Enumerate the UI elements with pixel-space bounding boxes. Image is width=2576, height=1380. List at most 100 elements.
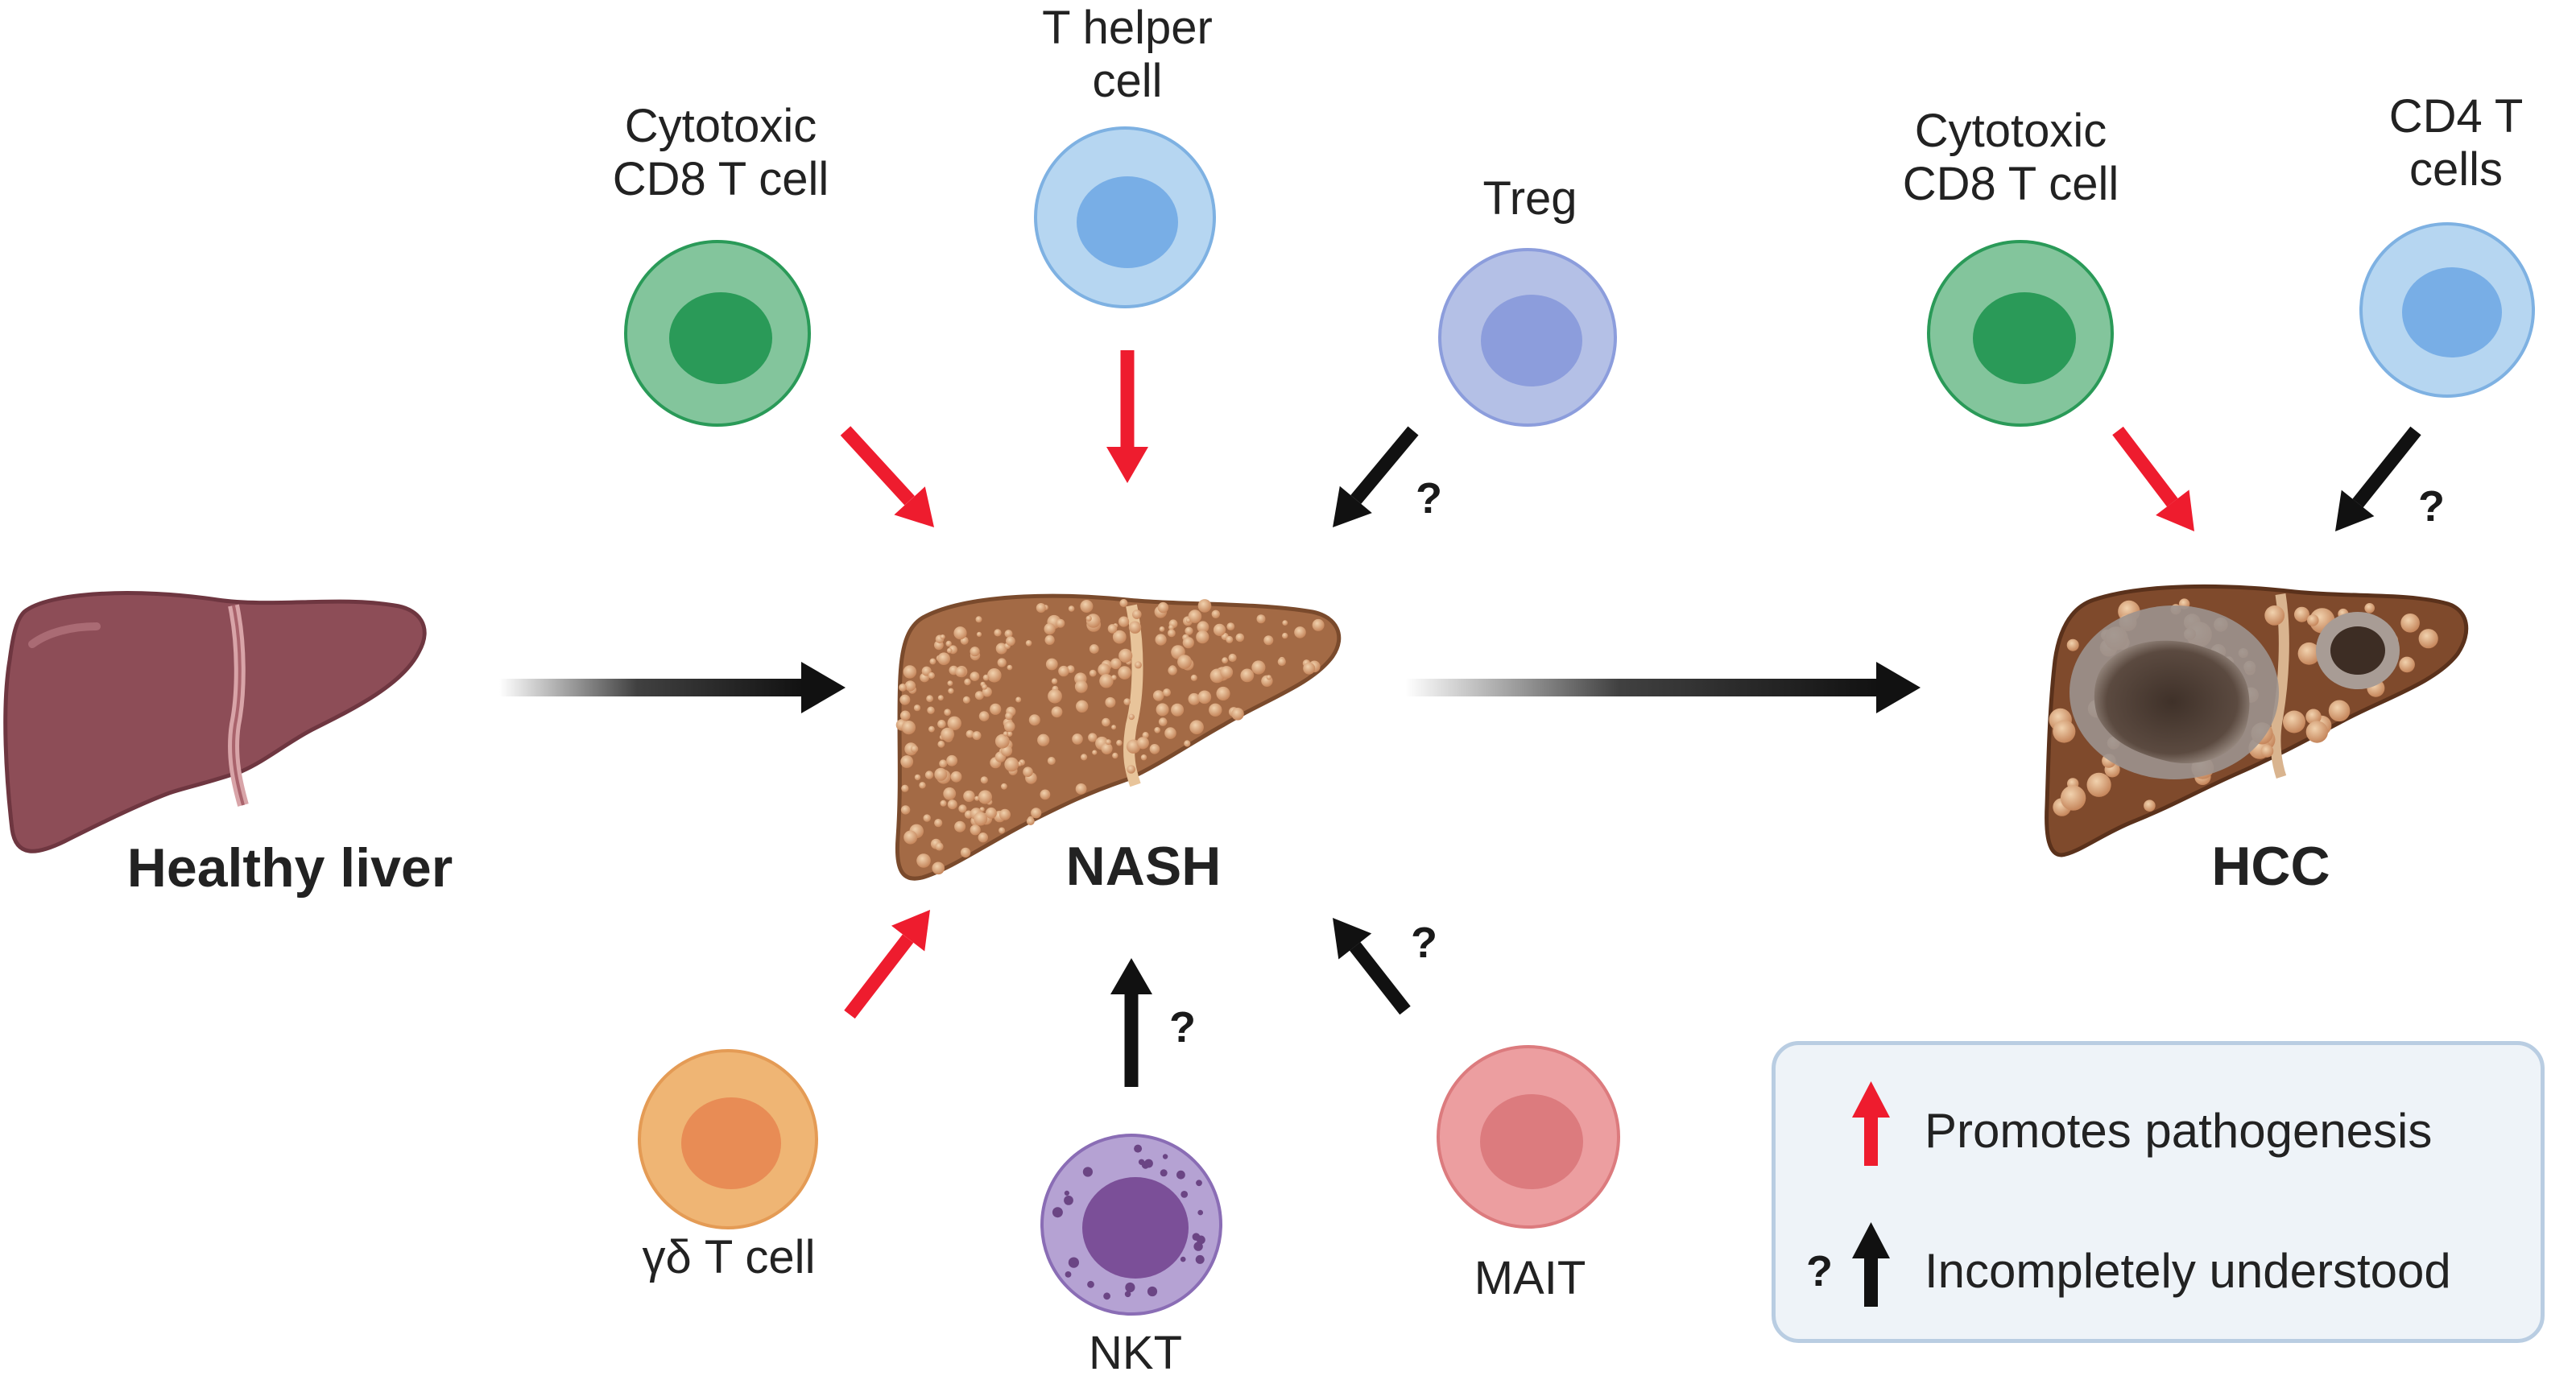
arrow-nkt-to-nash [1110,958,1152,1087]
fat-droplet [1228,653,1237,663]
nkt-granule [1103,1292,1110,1300]
fat-droplet [919,782,926,789]
fat-droplet [941,727,954,742]
fat-droplet [1118,616,1130,627]
fat-droplet [1177,655,1192,669]
mait-question-mark: ? [1411,919,1437,967]
fat-droplet [1135,661,1142,669]
t-helper-cell-icon [1034,126,1216,308]
fat-droplet [1107,624,1118,634]
fat-droplet [999,827,1006,834]
fat-droplet [916,853,931,868]
cd4-t-cell-icon [2359,222,2535,398]
fat-droplet [1222,657,1228,664]
fat-droplet [1028,714,1040,726]
fat-droplet [1220,666,1234,679]
cd4-question-mark: ? [2418,482,2445,531]
fat-droplet [1136,737,1149,750]
fat-droplet [1235,633,1245,642]
fat-droplet [974,691,984,700]
arrow-ctl-to-hcc [2112,426,2194,531]
fat-droplet [1047,757,1056,765]
fat-droplet [1140,754,1147,761]
fat-droplet [1098,663,1110,676]
fat-droplet [1182,637,1194,649]
fat-droplet [1282,620,1288,626]
fat-droplet [1303,662,1316,675]
fat-droplet [994,733,1010,749]
nkt-granule [1160,1169,1168,1177]
arrow-nash-to-hcc [1405,662,1921,713]
fat-droplet [974,795,980,801]
nkt-granule [1124,1291,1131,1298]
fat-droplet [1118,666,1131,680]
fat-droplet [976,631,982,638]
fat-droplet [1156,703,1169,717]
fat-droplet [1110,658,1122,670]
fat-droplet [1081,754,1088,761]
fat-droplet [964,678,971,686]
fat-droplet [1037,733,1050,746]
fat-droplet [978,833,989,843]
fat-droplet [1044,623,1056,635]
legend-incomplete-text: Incompletely understood [1925,1244,2451,1298]
fat-droplet [960,847,971,858]
fat-droplet [1155,634,1167,646]
fat-droplet [1004,630,1013,638]
fat-droplet [937,740,945,748]
fat-droplet [935,842,944,851]
fat-droplet [1007,664,1013,671]
fat-droplet [1116,739,1123,746]
fat-droplet [1036,603,1046,613]
nkt-granule [1162,1154,1168,1159]
fat-droplet [970,671,980,681]
fat-droplet [1209,703,1222,717]
fat-droplet [965,729,974,738]
fat-droplet [1294,626,1306,638]
fat-droplet [1101,742,1113,754]
fat-droplet [934,767,948,781]
fat-droplet [901,721,916,735]
fat-droplet [1040,789,1051,800]
tumor-nodule [2144,799,2156,812]
fat-droplet [946,754,957,766]
tumor-nodule [2053,720,2076,743]
fat-droplet [1051,678,1058,684]
fat-droplet [970,647,980,657]
nkt-granule [1087,1280,1094,1288]
legend: Promotes pathogenesis Incompletely under… [1772,1041,2545,1343]
arrow-th-to-nash [1106,350,1148,483]
fat-droplet [1118,648,1133,663]
nkt-granule [1134,1144,1143,1153]
fat-droplet [978,711,990,721]
fat-droplet [947,799,957,810]
fat-droplet [1023,766,1033,777]
fat-droplet [940,799,947,807]
legend-red-arrow-icon [1852,1081,1890,1166]
nkt-granule [1082,1167,1093,1177]
tumor-nodule [2364,603,2375,614]
fat-droplet [954,820,966,833]
legend-promotes-text: Promotes pathogenesis [1925,1104,2433,1158]
fat-droplet [1197,690,1212,704]
nkt-granule [1144,1159,1153,1168]
fat-droplet [1240,668,1255,683]
fat-droplet [899,684,907,692]
fat-droplet [1152,690,1164,701]
nkt-granule [1052,1207,1063,1218]
treg-question-mark: ? [1416,474,1442,523]
tumor-nodule [2294,606,2309,622]
fat-droplet [928,671,935,680]
fat-droplet [999,808,1011,820]
arrow-cd4-to-hcc [2335,426,2421,531]
fat-droplet [1099,674,1114,688]
fat-droplet [946,647,953,654]
fat-droplet [963,790,975,803]
fat-droplet [980,776,988,784]
nkt-granule [1192,1233,1201,1241]
fat-droplet [1088,733,1098,742]
fat-droplet [1074,680,1088,693]
tumor-nodule [2264,605,2285,626]
